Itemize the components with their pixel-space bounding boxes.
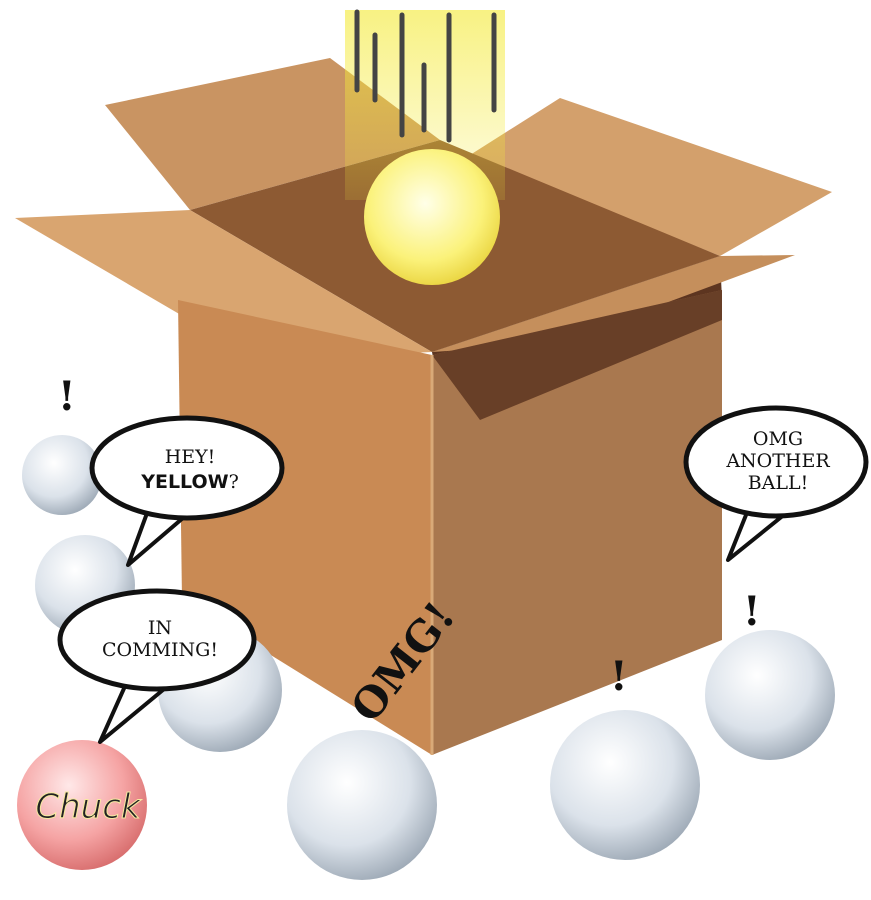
white-ball	[550, 710, 700, 860]
box-front-flap	[432, 255, 795, 352]
exclamation-mark: !	[743, 588, 761, 635]
bubble-line: ANOTHER	[725, 450, 830, 472]
speech-bubble-incoming: IN COMMING!	[57, 588, 257, 744]
bubble-line: HEY!	[165, 446, 216, 468]
yellow-ball	[364, 149, 500, 285]
chuck-label: Chuck	[35, 787, 142, 827]
bubble-line: YELLOW?	[140, 471, 239, 493]
speech-bubble-yellow: HEY! YELLOW?	[89, 415, 285, 567]
bubble-line: COMMING!	[102, 639, 218, 661]
box-right-flap-shadow	[432, 290, 722, 420]
exclamation-mark: !	[610, 653, 628, 700]
white-ball	[287, 730, 437, 880]
motion-lines	[354, 9, 497, 143]
chuck-ball	[17, 740, 147, 870]
box-front-face	[178, 300, 432, 755]
white-ball	[705, 630, 835, 760]
white-ball	[22, 435, 102, 515]
speech-bubble-another-ball: OMG ANOTHER BALL!	[683, 405, 869, 562]
bubble-line: OMG	[753, 428, 803, 450]
bubble-line: IN	[148, 617, 172, 639]
exclamation-mark: !	[58, 373, 76, 420]
bubble-line: BALL!	[748, 472, 809, 494]
box-back-right-flap	[470, 98, 832, 256]
box-left-flap	[15, 210, 432, 360]
